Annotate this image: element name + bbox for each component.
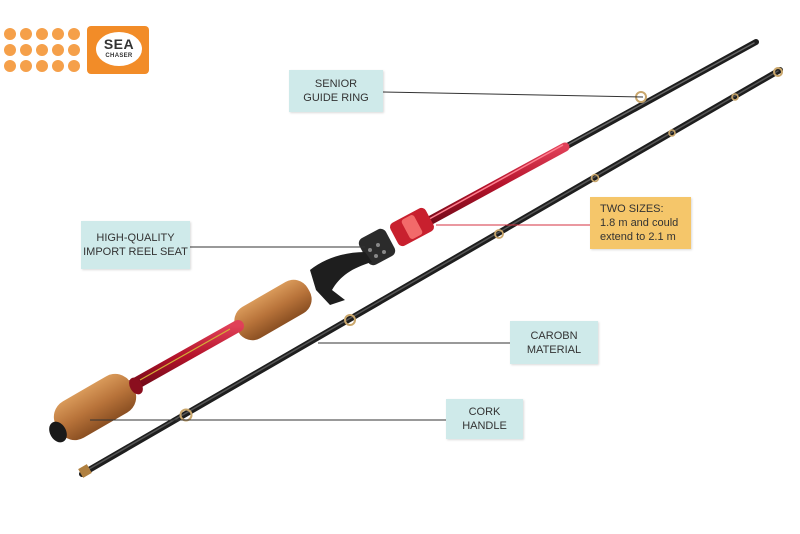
- callout-sizes-line1: TWO SIZES:: [600, 203, 664, 215]
- callout-reel-seat-line2: IMPORT REEL SEAT: [83, 246, 188, 258]
- callout-reel-seat-line1: HIGH-QUALITY: [96, 232, 175, 244]
- logo-speech-bubble: SEA CHASER: [96, 32, 142, 66]
- callout-guide-ring-line1: SENIOR: [314, 78, 358, 90]
- logo-dot-grid: [3, 26, 87, 74]
- callout-leader-lines: [90, 91, 644, 421]
- callout-material: CAROBN MATERIAL: [510, 321, 598, 364]
- callout-handle-line1: CORK: [468, 406, 501, 418]
- callout-material-line1: CAROBN: [530, 329, 578, 342]
- callout-handle: CORK HANDLE: [446, 399, 523, 439]
- rod-tip-section: [78, 67, 783, 478]
- logo-badge: SEA CHASER: [87, 26, 149, 74]
- rod-butt-section: [49, 39, 759, 443]
- brand-tagline: CHASER: [105, 53, 133, 59]
- callout-material-line2: MATERIAL: [526, 343, 582, 356]
- callout-guide-ring: SENIOR GUIDE RING: [289, 70, 383, 112]
- callout-sizes-line3: extend to 2.1 m: [600, 231, 676, 243]
- callout-sizes: TWO SIZES: 1.8 m and could extend to 2.1…: [590, 197, 691, 249]
- callout-sizes-line2: 1.8 m and could: [600, 217, 679, 229]
- brand-name: SEA: [103, 36, 135, 52]
- callout-reel-seat: HIGH-QUALITY IMPORT REEL SEAT: [81, 221, 190, 269]
- callout-guide-ring-line2: GUIDE RING: [303, 92, 369, 104]
- brand-logo: SEA CHASER: [3, 26, 149, 74]
- callout-handle-line2: HANDLE: [462, 420, 507, 432]
